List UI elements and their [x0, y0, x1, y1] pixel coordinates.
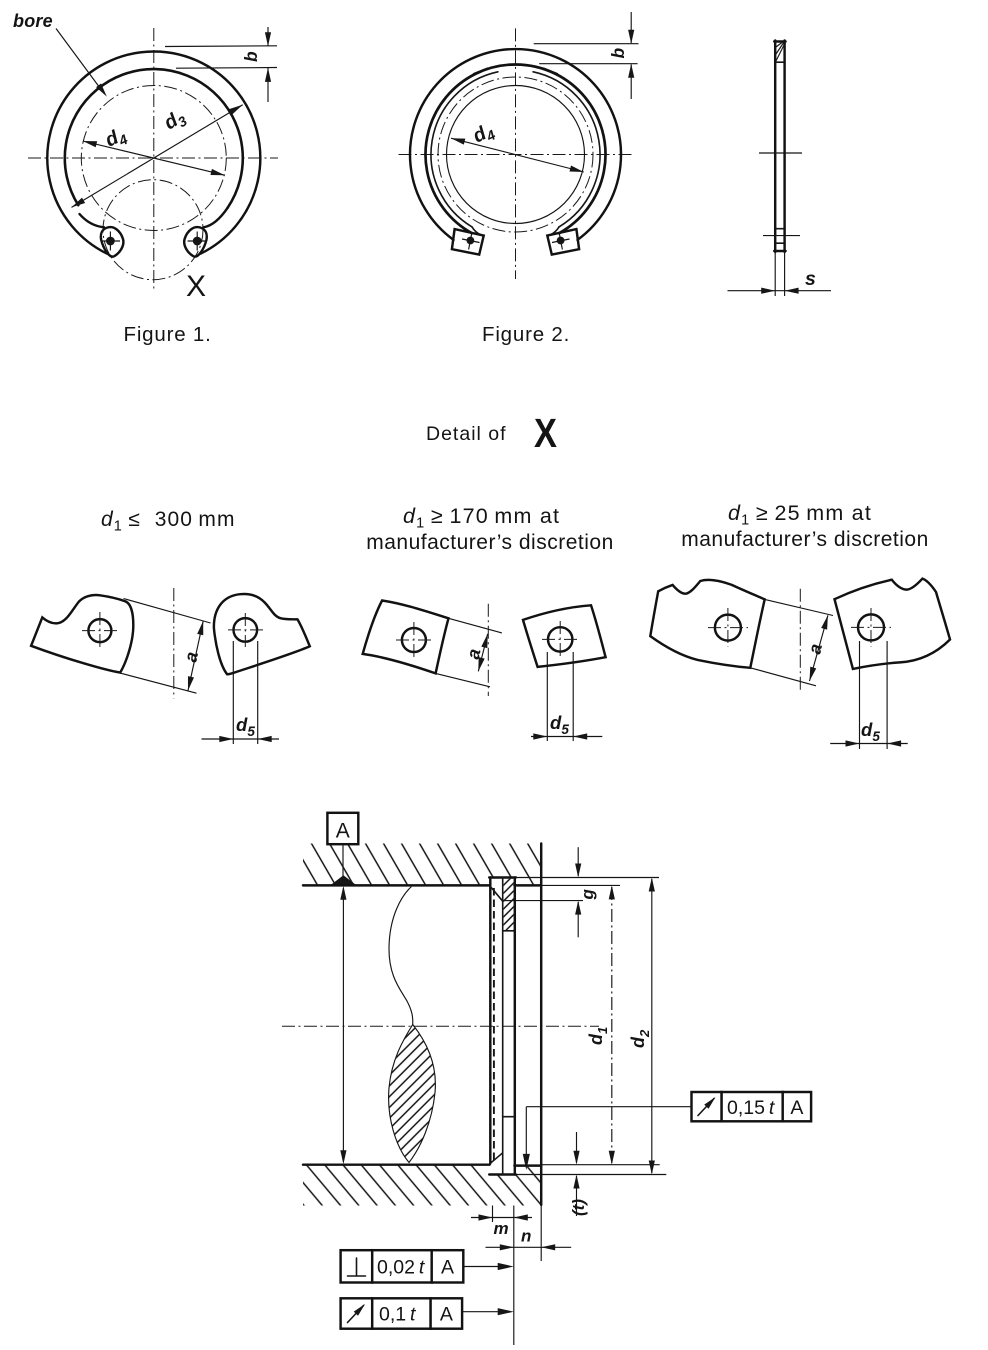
- svg-text:bore: bore: [13, 11, 53, 31]
- svg-text:a: a: [804, 642, 826, 656]
- svg-text:X: X: [534, 411, 557, 456]
- svg-text:a: a: [463, 647, 485, 661]
- svg-text:A: A: [440, 1304, 453, 1326]
- svg-text:d4: d4: [469, 119, 498, 150]
- svg-text:n: n: [521, 1227, 531, 1246]
- svg-text:b: b: [241, 51, 261, 62]
- svg-text:X: X: [186, 270, 206, 303]
- svg-text:d1: d1: [586, 1027, 610, 1045]
- svg-text:0,1 t: 0,1 t: [379, 1304, 417, 1326]
- svg-text:A: A: [441, 1257, 454, 1279]
- svg-text:A: A: [336, 820, 350, 843]
- svg-text:Detail of: Detail of: [426, 423, 507, 445]
- svg-text:Figure 1.: Figure 1.: [124, 323, 212, 346]
- svg-text:d5: d5: [861, 719, 880, 744]
- svg-text:a: a: [180, 650, 202, 664]
- svg-text:0,15 t: 0,15 t: [727, 1097, 776, 1119]
- svg-text:m: m: [494, 1219, 509, 1238]
- svg-text:A: A: [790, 1097, 803, 1119]
- svg-text:d5: d5: [236, 714, 255, 739]
- svg-text:d1 ≥ 170 mm at: d1 ≥ 170 mm at: [403, 504, 560, 532]
- svg-text:d3: d3: [160, 105, 190, 136]
- svg-text:Figure 2.: Figure 2.: [482, 323, 570, 346]
- svg-text:d2: d2: [628, 1029, 652, 1048]
- svg-text:b: b: [608, 48, 628, 59]
- svg-text:manufacturer’s discretion: manufacturer’s discretion: [366, 531, 614, 554]
- svg-text:d1 ≥ 25 mm at: d1 ≥ 25 mm at: [728, 501, 872, 529]
- svg-text:(t): (t): [569, 1199, 588, 1216]
- svg-text:d4: d4: [102, 123, 130, 154]
- svg-text:manufacturer’s discretion: manufacturer’s discretion: [681, 528, 929, 551]
- svg-text:0,02 t: 0,02 t: [377, 1257, 426, 1279]
- svg-text:d1 ≤ 300 mm: d1 ≤ 300 mm: [101, 508, 236, 535]
- svg-text:g: g: [578, 889, 597, 901]
- svg-text:d5: d5: [550, 712, 569, 737]
- svg-text:s: s: [805, 268, 816, 290]
